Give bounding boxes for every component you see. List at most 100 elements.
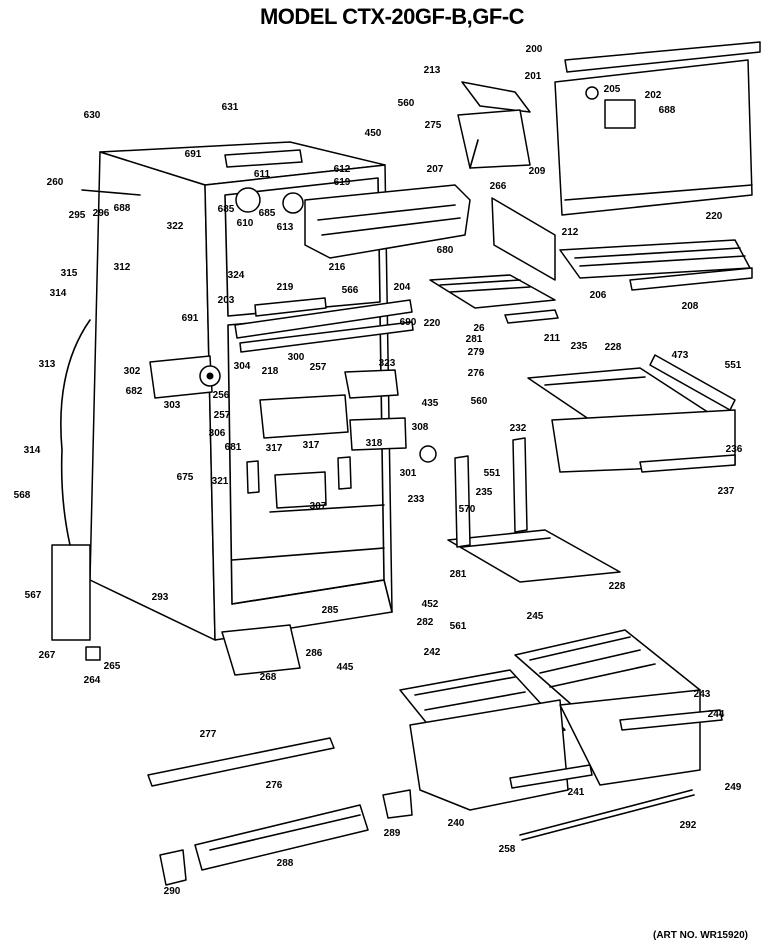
part-label-685: 685 — [259, 208, 276, 219]
part-label-473: 473 — [672, 350, 689, 361]
part-label-212: 212 — [562, 227, 579, 238]
part-label-300: 300 — [288, 352, 305, 363]
part-label-610: 610 — [237, 218, 254, 229]
part-label-288: 288 — [277, 858, 294, 869]
part-label-228: 228 — [609, 581, 626, 592]
part-label-315: 315 — [61, 268, 78, 279]
part-label-551: 551 — [484, 468, 501, 479]
part-label-244: 244 — [708, 709, 725, 720]
part-number-labels: 2002012052026882135604502752662092076126… — [14, 44, 743, 897]
part-label-245: 245 — [527, 611, 544, 622]
part-label-201: 201 — [525, 71, 542, 82]
freezer-shelf — [429, 197, 753, 324]
part-label-242: 242 — [424, 647, 441, 658]
part-label-308: 308 — [412, 422, 429, 433]
part-label-568: 568 — [14, 490, 31, 501]
part-label-220: 220 — [706, 211, 723, 222]
part-label-691: 691 — [185, 149, 202, 160]
part-label-219: 219 — [277, 282, 294, 293]
part-label-314: 314 — [24, 445, 41, 456]
part-label-450: 450 — [365, 128, 382, 139]
refrigerator-cabinet — [89, 141, 393, 641]
evaporator-assembly — [224, 149, 471, 259]
part-label-302: 302 — [124, 366, 141, 377]
part-label-260: 260 — [47, 177, 64, 188]
part-label-560: 560 — [398, 98, 415, 109]
part-label-237: 237 — [718, 486, 735, 497]
part-label-218: 218 — [262, 366, 279, 377]
part-label-322: 322 — [167, 221, 184, 232]
bottom-parts — [51, 189, 695, 886]
part-label-688: 688 — [659, 105, 676, 116]
part-label-619: 619 — [334, 177, 351, 188]
part-label-26: 26 — [473, 323, 485, 334]
part-label-285: 285 — [322, 605, 339, 616]
part-label-323: 323 — [379, 358, 396, 369]
part-label-630: 630 — [84, 110, 101, 121]
part-label-631: 631 — [222, 102, 239, 113]
part-label-257: 257 — [310, 362, 327, 373]
part-label-570: 570 — [459, 504, 476, 515]
part-label-551: 551 — [725, 360, 742, 371]
part-label-561: 561 — [450, 621, 467, 632]
part-label-445: 445 — [337, 662, 354, 673]
diagram-title: MODEL CTX-20GF-B,GF-C — [259, 4, 525, 29]
part-label-236: 236 — [726, 444, 743, 455]
part-label-213: 213 — [424, 65, 441, 76]
part-label-312: 312 — [114, 262, 131, 273]
part-label-306: 306 — [209, 428, 226, 439]
part-label-209: 209 — [529, 166, 546, 177]
part-label-324: 324 — [228, 270, 245, 281]
part-label-691: 691 — [182, 313, 199, 324]
crisper-drawers — [399, 629, 723, 811]
part-label-202: 202 — [645, 90, 662, 101]
part-label-203: 203 — [218, 295, 235, 306]
part-label-267: 267 — [39, 650, 56, 661]
part-label-275: 275 — [425, 120, 442, 131]
part-label-220: 220 — [424, 318, 441, 329]
part-label-688: 688 — [114, 203, 131, 214]
part-label-208: 208 — [682, 301, 699, 312]
part-label-282: 282 — [417, 617, 434, 628]
freezer-door-panel — [554, 41, 761, 216]
part-label-235: 235 — [571, 341, 588, 352]
part-label-317: 317 — [266, 443, 283, 454]
part-label-304: 304 — [234, 361, 251, 372]
part-label-293: 293 — [152, 592, 169, 603]
part-label-289: 289 — [384, 828, 401, 839]
part-label-258: 258 — [499, 844, 516, 855]
part-label-205: 205 — [604, 84, 621, 95]
part-label-216: 216 — [329, 262, 346, 273]
part-label-314: 314 — [50, 288, 67, 299]
part-label-452: 452 — [422, 599, 439, 610]
part-label-680: 680 — [437, 245, 454, 256]
part-label-235: 235 — [476, 487, 493, 498]
part-label-292: 292 — [680, 820, 697, 831]
part-label-281: 281 — [466, 334, 483, 345]
part-label-266: 266 — [490, 181, 507, 192]
part-label-318: 318 — [366, 438, 383, 449]
part-label-240: 240 — [448, 818, 465, 829]
part-label-301: 301 — [400, 468, 417, 479]
part-label-228: 228 — [605, 342, 622, 353]
part-label-279: 279 — [468, 347, 485, 358]
part-label-682: 682 — [126, 386, 143, 397]
part-label-211: 211 — [544, 333, 561, 344]
ice-trays — [457, 81, 531, 169]
part-label-690: 690 — [400, 317, 417, 328]
part-label-313: 313 — [39, 359, 56, 370]
part-label-286: 286 — [306, 648, 323, 659]
part-label-268: 268 — [260, 672, 277, 683]
part-label-276: 276 — [468, 368, 485, 379]
part-label-296: 296 — [93, 208, 110, 219]
part-label-560: 560 — [471, 396, 488, 407]
part-label-612: 612 — [334, 164, 351, 175]
part-label-256: 256 — [213, 390, 230, 401]
part-label-249: 249 — [725, 782, 742, 793]
part-label-207: 207 — [427, 164, 444, 175]
fresh-food-shelves — [447, 354, 736, 583]
part-label-567: 567 — [25, 590, 42, 601]
part-label-241: 241 — [568, 787, 585, 798]
part-label-303: 303 — [164, 400, 181, 411]
part-label-264: 264 — [84, 675, 101, 686]
